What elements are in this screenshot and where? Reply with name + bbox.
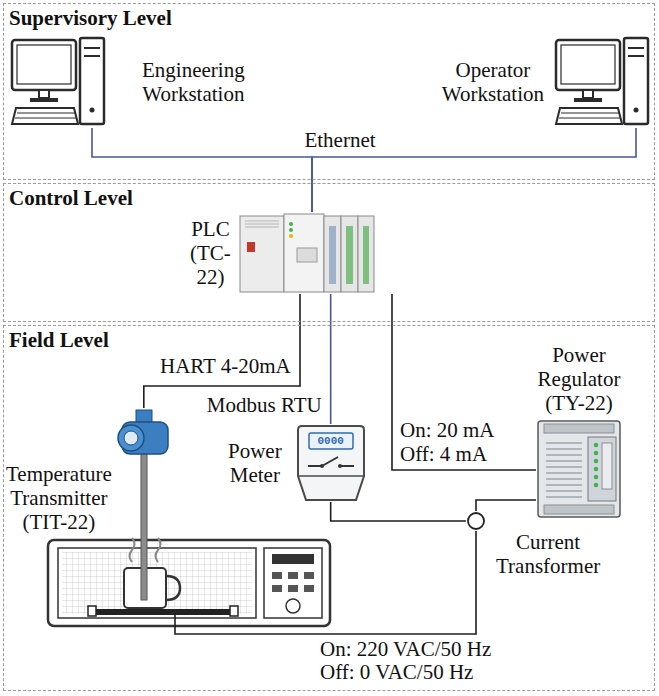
signal-label: HART 4-20mA xyxy=(158,354,293,378)
transmitter-icon xyxy=(116,408,172,600)
signal-label: On: 20 mA Off: 4 mA xyxy=(398,418,512,466)
current-transformer: Current Transformer xyxy=(466,511,486,531)
device-label: Power Regulator (TY-22) xyxy=(538,343,621,415)
computer-icon xyxy=(10,36,106,128)
device-label: Operator Workstation xyxy=(442,58,544,106)
microwave-oven xyxy=(48,540,330,626)
power-regulator: Power Regulator (TY-22) xyxy=(536,343,622,519)
device-label: Power Meter xyxy=(228,439,282,487)
computer-icon xyxy=(554,36,650,128)
power-meter: Power Meter xyxy=(228,424,366,502)
mug xyxy=(124,538,180,608)
device-label: PLC (TC-22) xyxy=(190,217,231,289)
plc: PLC (TC-22) xyxy=(190,212,375,294)
meter-reading: 0000 xyxy=(309,433,353,449)
temperature-transmitter: Temperature Transmitter (TIT-22) xyxy=(6,408,172,600)
signal-label: Ethernet xyxy=(302,128,377,152)
device-label: Temperature Transmitter (TIT-22) xyxy=(6,462,112,534)
signal-line xyxy=(392,294,536,470)
level-band: Control LevelPLC (TC-22) xyxy=(3,183,655,322)
supply-label: On: 220 VAC/50 Hz Off: 0 VAC/50 Hz xyxy=(318,638,512,684)
workstation: Operator Workstation xyxy=(442,36,650,128)
signal-line xyxy=(144,294,300,408)
plc-rack xyxy=(239,212,375,294)
power-wire xyxy=(175,531,476,634)
signal-line xyxy=(331,502,466,521)
signal-line xyxy=(476,500,536,511)
level-band: Supervisory Level Engineering Workstatio… xyxy=(3,3,655,180)
device-label: Current Transformer xyxy=(496,530,600,578)
current-transformer-symbol xyxy=(466,511,486,531)
signal-label: Modbus RTU xyxy=(205,393,324,417)
level-heading: Supervisory Level xyxy=(9,6,649,30)
power-regulator-icon xyxy=(536,419,622,519)
level-band: Field LevelTemperature Transmitter (TIT-… xyxy=(3,325,655,691)
level-heading: Control Level xyxy=(9,186,649,210)
workstation: Engineering Workstation xyxy=(10,36,245,128)
device-label: Engineering Workstation xyxy=(142,58,245,106)
signal-line xyxy=(330,294,332,424)
